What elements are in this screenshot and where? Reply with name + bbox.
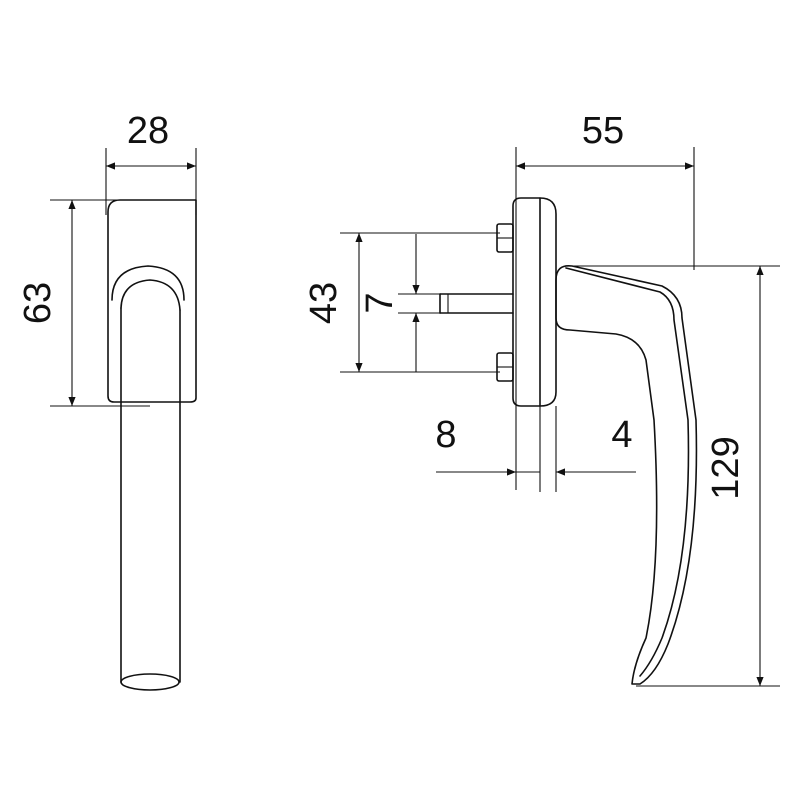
upper-screw [496,223,514,253]
dim-rose-thickness-label: 4 [611,414,632,456]
side-view [439,197,698,685]
dim-front-width-label: 28 [127,110,169,152]
dim-handle-height: 129 [570,265,780,687]
dim-rose-offsets: 8 4 [435,406,636,492]
front-handle-neck [111,265,185,301]
dim-front-width: 28 [105,110,197,215]
dim-rose-offset-label: 8 [435,414,456,456]
spindle [439,293,514,314]
side-handle-lever [555,264,698,685]
side-rose-base [512,197,557,407]
lower-screw [496,352,514,382]
front-rose [107,199,197,403]
front-view [107,199,197,691]
side-handle-inner-contour [565,267,690,677]
front-handle-tip [120,673,180,691]
front-handle-neck-inner [120,279,181,311]
dim-side-depth: 55 [515,110,695,490]
dim-handle-height-label: 129 [705,436,747,499]
dim-spindle-size: 7 [359,234,440,372]
dim-front-height-label: 63 [17,282,59,324]
dim-front-height: 63 [17,199,150,407]
dim-screw-spacing: 43 [303,232,500,373]
dim-spindle-size-label: 7 [359,292,401,313]
dim-screw-spacing-label: 43 [303,282,345,324]
dim-side-depth-label: 55 [582,110,624,152]
